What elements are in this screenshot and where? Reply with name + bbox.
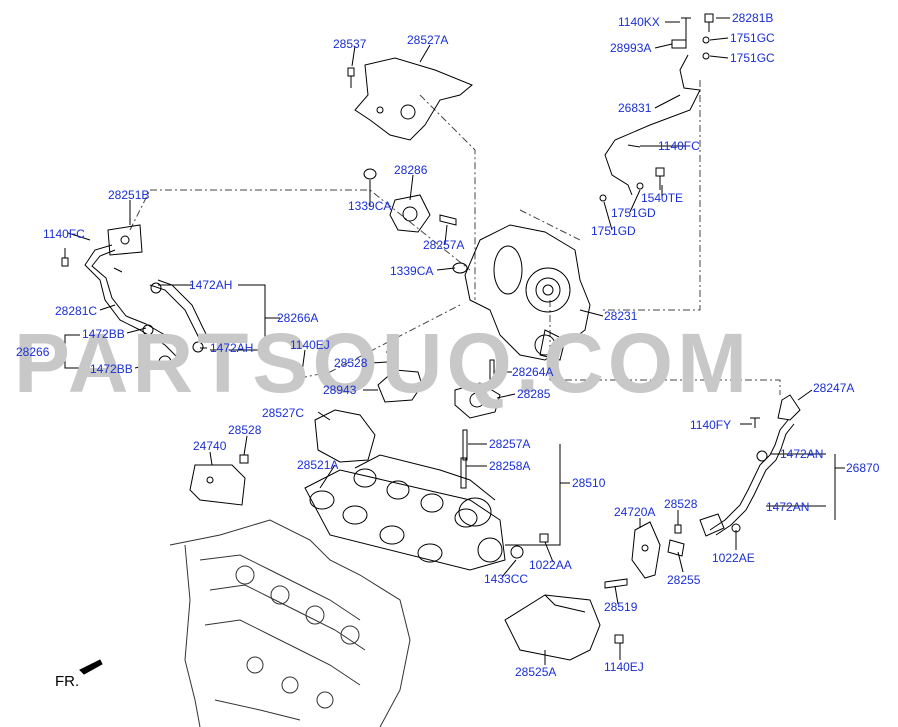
part-label-1140EJ[interactable]: 1140EJ [290, 338, 330, 352]
part-label-1472AN[interactable]: 1472AN [766, 500, 810, 514]
part-label-28993A[interactable]: 28993A [610, 41, 652, 55]
part-label-1472AH[interactable]: 1472AH [189, 278, 233, 292]
part-label-1140FC[interactable]: 1140FC [658, 139, 700, 153]
part-label-1140FY[interactable]: 1140FY [690, 418, 732, 432]
part-label-28251B[interactable]: 28251B [108, 188, 150, 202]
part-label-28528[interactable]: 28528 [228, 423, 262, 437]
part-label-28257A[interactable]: 28257A [423, 238, 465, 252]
part-label-28266[interactable]: 28266 [16, 345, 50, 359]
part-label-28286[interactable]: 28286 [394, 163, 428, 177]
part-label-28510[interactable]: 28510 [572, 476, 606, 490]
oil-return-pipe [699, 394, 801, 537]
part-label-28527A[interactable]: 28527A [407, 33, 449, 47]
bracket-24720A [631, 521, 661, 579]
part-label-1022AA[interactable]: 1022AA [529, 558, 572, 572]
part-label-26870[interactable]: 26870 [846, 461, 880, 475]
part-label-1472AN[interactable]: 1472AN [780, 447, 824, 461]
part-label-1751GD[interactable]: 1751GD [591, 224, 636, 238]
part-label-28264A[interactable]: 28264A [512, 365, 554, 379]
part-label-1472AH[interactable]: 1472AH [210, 341, 254, 355]
part-label-1751GC[interactable]: 1751GC [730, 31, 775, 45]
coolant-pipe-left [61, 224, 147, 331]
part-label-1022AE[interactable]: 1022AE [712, 551, 755, 565]
front-arrow-icon [79, 659, 103, 675]
part-label-28247A[interactable]: 28247A [813, 381, 855, 395]
gasket-28286 [389, 194, 431, 233]
oil-feed-pipe [604, 54, 701, 196]
part-label-28266A[interactable]: 28266A [277, 311, 319, 325]
exhaust-manifold [304, 454, 506, 571]
part-label-28525A[interactable]: 28525A [515, 665, 557, 679]
part-label-28943[interactable]: 28943 [323, 383, 357, 397]
part-label-1140KX[interactable]: 1140KX [618, 15, 660, 29]
watermark: PARTSOUQ.COM [14, 316, 752, 410]
heat-shield-28527C [314, 409, 376, 463]
part-label-24740[interactable]: 24740 [193, 439, 227, 453]
part-label-28281C[interactable]: 28281C [55, 304, 98, 318]
part-label-1472BB[interactable]: 1472BB [82, 327, 125, 341]
part-label-28521A[interactable]: 28521A [297, 458, 339, 472]
leader-lines [57, 17, 845, 665]
part-label-1140EJ[interactable]: 1140EJ [604, 660, 644, 674]
part-label-1339CA[interactable]: 1339CA [348, 199, 392, 213]
part-label-1751GC[interactable]: 1751GC [730, 51, 775, 65]
part-label-1433CC[interactable]: 1433CC [484, 572, 529, 586]
part-label-28528[interactable]: 28528 [334, 356, 368, 370]
part-label-28281B[interactable]: 28281B [732, 11, 774, 25]
part-label-28255[interactable]: 28255 [667, 573, 701, 587]
part-label-1540TE[interactable]: 1540TE [641, 191, 684, 205]
part-label-28231[interactable]: 28231 [604, 309, 638, 323]
bracket-24740 [189, 464, 246, 506]
part-label-1339CA[interactable]: 1339CA [390, 264, 434, 278]
engine-block-outline [169, 519, 411, 727]
part-label-1472BB[interactable]: 1472BB [90, 362, 133, 376]
part-label-28527C[interactable]: 28527C [262, 406, 305, 420]
part-label-24720A[interactable]: 24720A [614, 505, 656, 519]
part-label-1751GD[interactable]: 1751GD [611, 206, 656, 220]
part-label-28285[interactable]: 28285 [517, 387, 551, 401]
gasket-28285 [454, 382, 501, 419]
part-label-28537[interactable]: 28537 [333, 37, 367, 51]
heat-shield-lower [504, 594, 601, 661]
part-label-28519[interactable]: 28519 [604, 600, 638, 614]
bracket-28943 [377, 369, 423, 403]
part-label-28528[interactable]: 28528 [664, 497, 698, 511]
part-label-28258A[interactable]: 28258A [489, 459, 531, 473]
front-direction-label: FR. [55, 673, 80, 690]
part-label-1140FC[interactable]: 1140FC [43, 227, 85, 241]
part-label-28257A[interactable]: 28257A [489, 437, 531, 451]
turbocharger [464, 224, 591, 361]
heat-shield-upper [354, 57, 473, 141]
part-label-26831[interactable]: 26831 [618, 101, 652, 115]
